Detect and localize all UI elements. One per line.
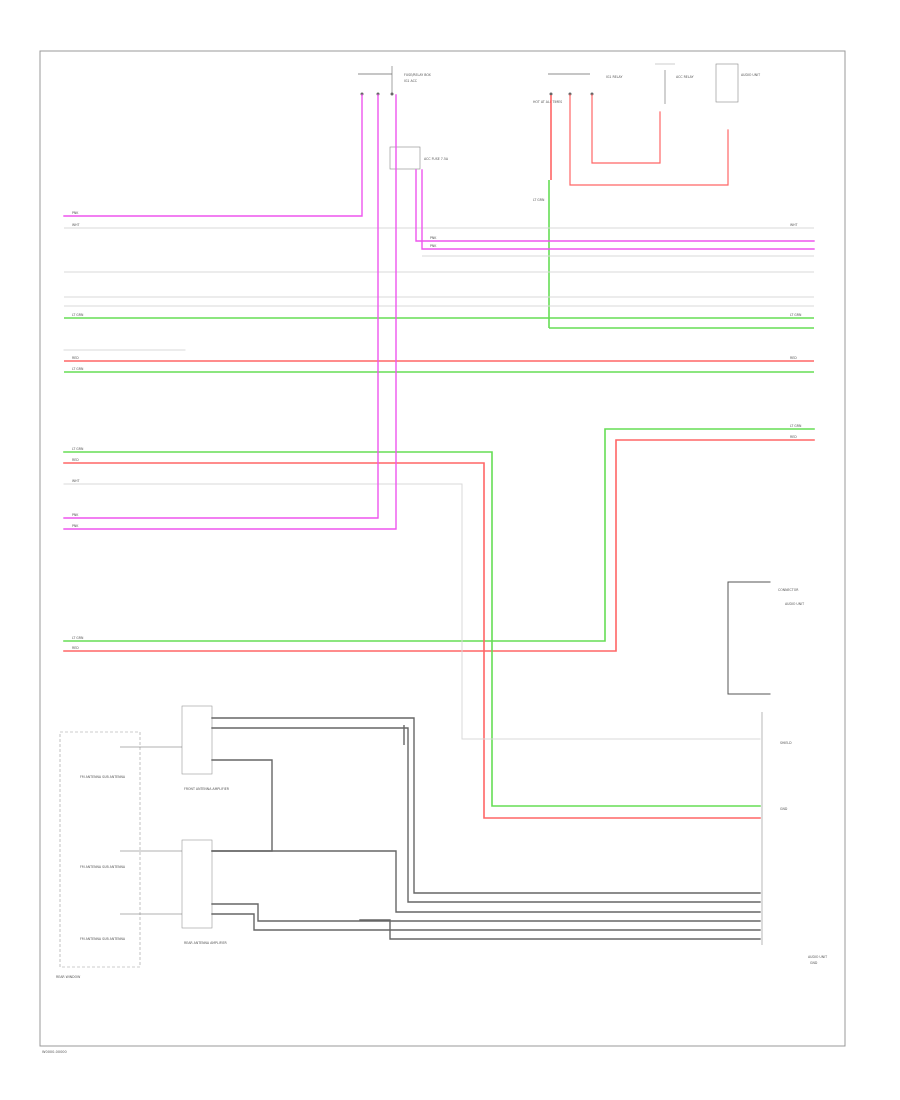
green-drop-label: LT GRN <box>533 198 545 202</box>
svg-text:WHT: WHT <box>72 223 80 227</box>
svg-text:FM ANTENNA SUB ANTENNA: FM ANTENNA SUB ANTENNA <box>80 775 126 779</box>
svg-text:RED: RED <box>72 458 79 462</box>
svg-text:LT GRN: LT GRN <box>790 424 802 428</box>
svg-text:GND: GND <box>780 807 788 811</box>
svg-text:PNK: PNK <box>72 524 79 528</box>
svg-text:AUDIO UNIT: AUDIO UNIT <box>808 955 827 959</box>
right-terminal-strip: SHIELD GND AUDIO UNIT GND <box>761 712 827 965</box>
top-right-block-label: HOT AT ALL TIMES <box>533 100 562 104</box>
svg-text:LT GRN: LT GRN <box>72 367 84 371</box>
svg-text:FM ANTENNA SUB ANTENNA: FM ANTENNA SUB ANTENNA <box>80 865 126 869</box>
svg-text:GND: GND <box>810 961 818 965</box>
svg-text:RED: RED <box>790 435 797 439</box>
top-right-relay-block: HOT AT ALL TIMES IG1 RELAY ACC RELAY AUD… <box>533 63 760 104</box>
svg-text:AUDIO UNIT: AUDIO UNIT <box>785 602 804 606</box>
svg-text:LT GRN: LT GRN <box>72 636 84 640</box>
svg-text:LT GRN: LT GRN <box>790 313 802 317</box>
acc-fuse-box: ACC FUSE 7.5A <box>389 146 449 170</box>
svg-text:RED: RED <box>790 356 797 360</box>
amplifiers: FRONT ANTENNA AMPLIFIER REAR ANTENNA AMP… <box>120 705 230 945</box>
wire-labels: PNK WHT PNK PNK LT GRN RED LT GRN LT GRN… <box>72 211 802 650</box>
acc-fuse-label: ACC FUSE 7.5A <box>424 157 449 161</box>
svg-text:WHT: WHT <box>72 479 80 483</box>
top-left-block-label: FUSE/RELAY BOX <box>404 73 432 77</box>
svg-text:SHIELD: SHIELD <box>780 741 792 745</box>
antenna-group: FM ANTENNA SUB ANTENNA FM ANTENNA SUB AN… <box>56 731 141 979</box>
svg-text:WHT: WHT <box>790 223 798 227</box>
svg-text:PNK: PNK <box>430 244 437 248</box>
svg-text:FM ANTENNA SUB ANTENNA: FM ANTENNA SUB ANTENNA <box>80 937 126 941</box>
top-right-sub2: ACC RELAY <box>676 75 694 79</box>
top-right-sub3: AUDIO UNIT <box>741 73 760 77</box>
svg-text:PNK: PNK <box>72 211 79 215</box>
coax-bundle <box>211 717 761 940</box>
svg-text:CONNECTOR: CONNECTOR <box>778 588 799 592</box>
top-right-sub1: IG1 RELAY <box>606 75 622 79</box>
svg-text:RED: RED <box>72 646 79 650</box>
svg-text:REAR WINDOW: REAR WINDOW <box>56 975 81 979</box>
svg-text:PNK: PNK <box>430 236 437 240</box>
top-left-fuse-block: FUSE/RELAY BOX IG1 ACC <box>358 66 432 96</box>
right-connector-box: CONNECTOR AUDIO UNIT <box>727 581 804 695</box>
svg-text:PNK: PNK <box>72 513 79 517</box>
diagram-frame <box>39 50 846 1047</box>
svg-text:LT GRN: LT GRN <box>72 313 84 317</box>
svg-text:FRONT ANTENNA AMPLIFIER: FRONT ANTENNA AMPLIFIER <box>184 787 230 791</box>
top-left-block-sub: IG1 ACC <box>404 79 418 83</box>
horizontal-wires <box>63 94 815 819</box>
footer-code: W0000-00000 <box>42 1050 67 1054</box>
svg-text:REAR ANTENNA AMPLIFIER: REAR ANTENNA AMPLIFIER <box>184 941 227 945</box>
svg-text:RED: RED <box>72 356 79 360</box>
top-right-loops: LT GRN <box>533 94 729 328</box>
svg-text:LT GRN: LT GRN <box>72 447 84 451</box>
